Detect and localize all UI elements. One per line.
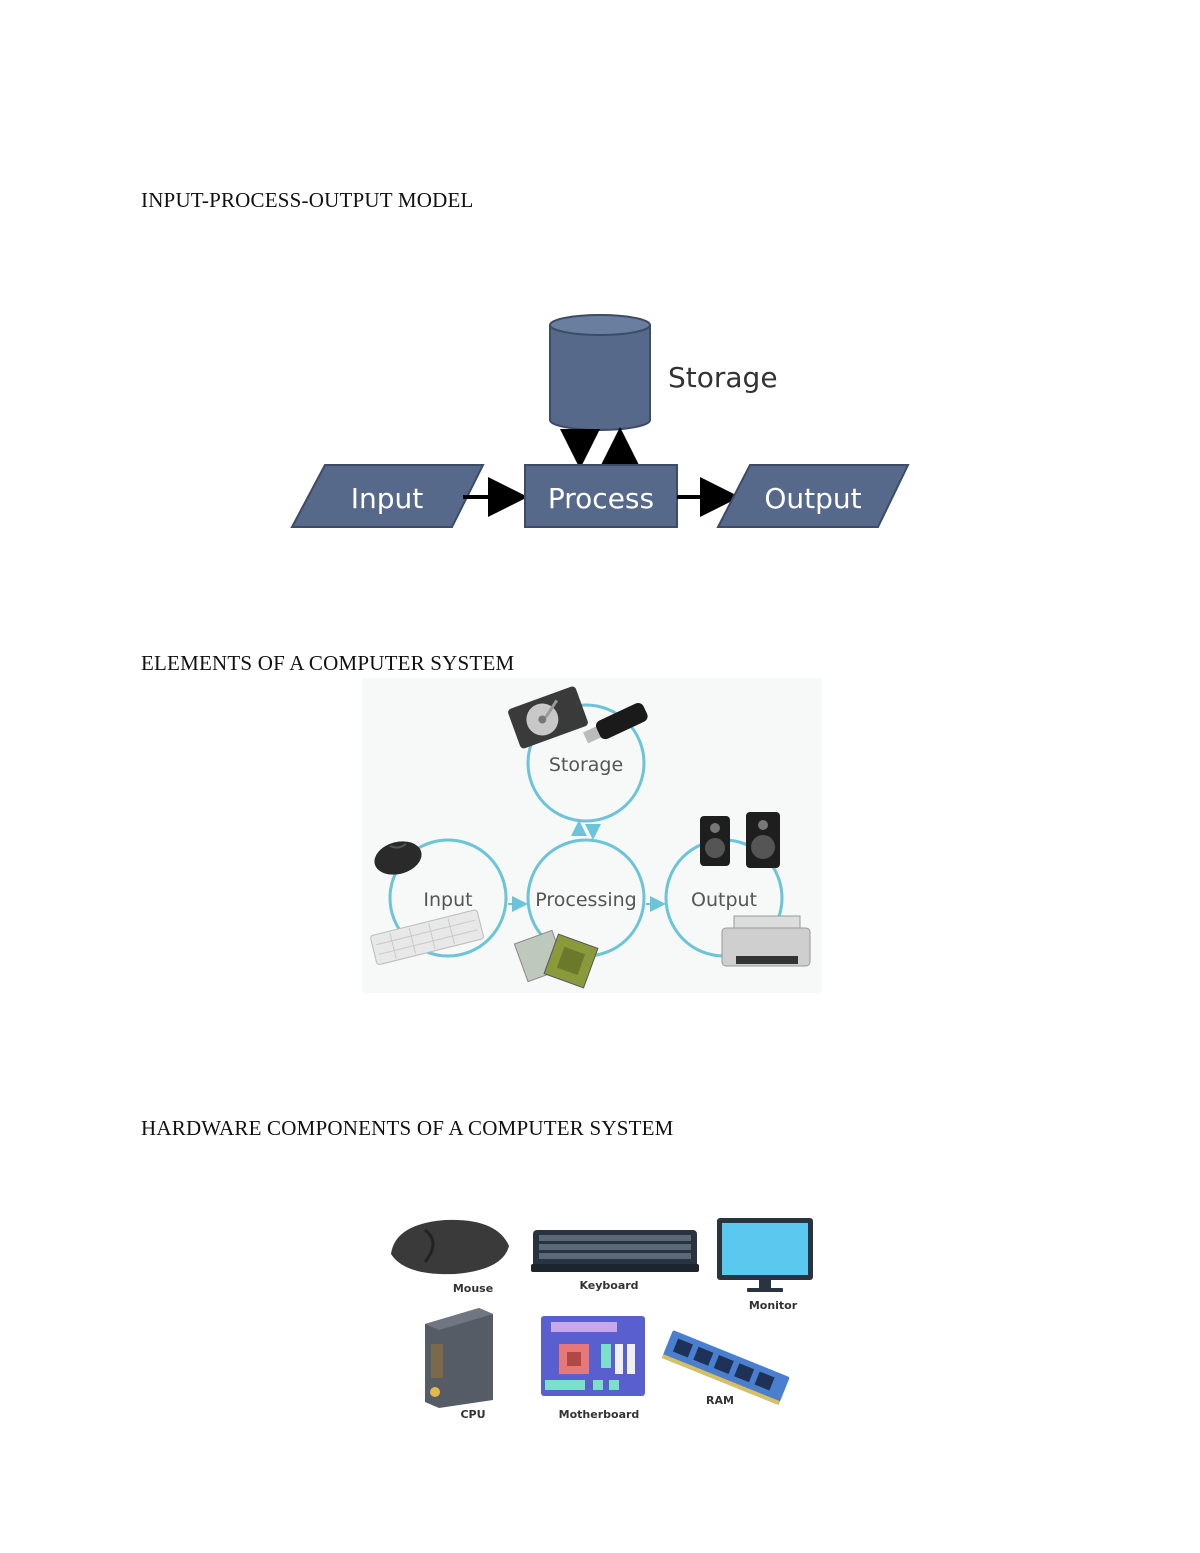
- motherboard-icon: [541, 1316, 645, 1396]
- elements-heading: ELEMENTS OF A COMPUTER SYSTEM: [141, 651, 515, 675]
- cpu-tower-icon: [425, 1308, 493, 1408]
- mouse-label: Mouse: [453, 1282, 493, 1295]
- keyboard-icon: [531, 1230, 699, 1272]
- ram-label: RAM: [706, 1394, 734, 1407]
- input-label: Input: [423, 889, 472, 911]
- monitor-icon: [717, 1218, 813, 1292]
- speakers-icon: [700, 812, 780, 868]
- input-shape: [290, 464, 485, 528]
- motherboard-label: Motherboard: [559, 1408, 640, 1421]
- elements-diagram: Storage Input Processing Output: [362, 678, 822, 993]
- output-shape: [716, 464, 910, 528]
- hardware-heading: HARDWARE COMPONENTS OF A COMPUTER SYSTEM: [141, 1116, 674, 1140]
- output-label: Output: [764, 482, 861, 515]
- ipo-diagram: Storage Input Process Output: [290, 314, 910, 528]
- storage-cylinder: [549, 314, 651, 431]
- keyboard-icon: [370, 909, 484, 965]
- cpu-chip-icon: [513, 929, 599, 989]
- mouse-icon: [391, 1219, 509, 1275]
- hard-drive-icon: [508, 686, 588, 749]
- ipo-heading: INPUT-PROCESS-OUTPUT MODEL: [141, 188, 474, 212]
- storage-label: Storage: [668, 361, 778, 394]
- process-label: Process: [548, 482, 654, 515]
- cpu-label: CPU: [460, 1408, 485, 1421]
- storage-label: Storage: [549, 754, 623, 776]
- output-label: Output: [691, 889, 757, 911]
- process-shape: [524, 464, 678, 528]
- monitor-label: Monitor: [749, 1299, 798, 1312]
- keyboard-label: Keyboard: [579, 1279, 638, 1292]
- ram-icon: [661, 1330, 790, 1406]
- input-circle: [388, 838, 508, 958]
- printer-icon: [721, 915, 811, 967]
- processing-label: Processing: [535, 889, 636, 911]
- usb-drive-icon: [583, 702, 648, 744]
- mouse-icon: [374, 841, 422, 875]
- input-label: Input: [351, 482, 424, 515]
- hardware-diagram: Mouse Keyboard Monitor CPU: [391, 1218, 813, 1421]
